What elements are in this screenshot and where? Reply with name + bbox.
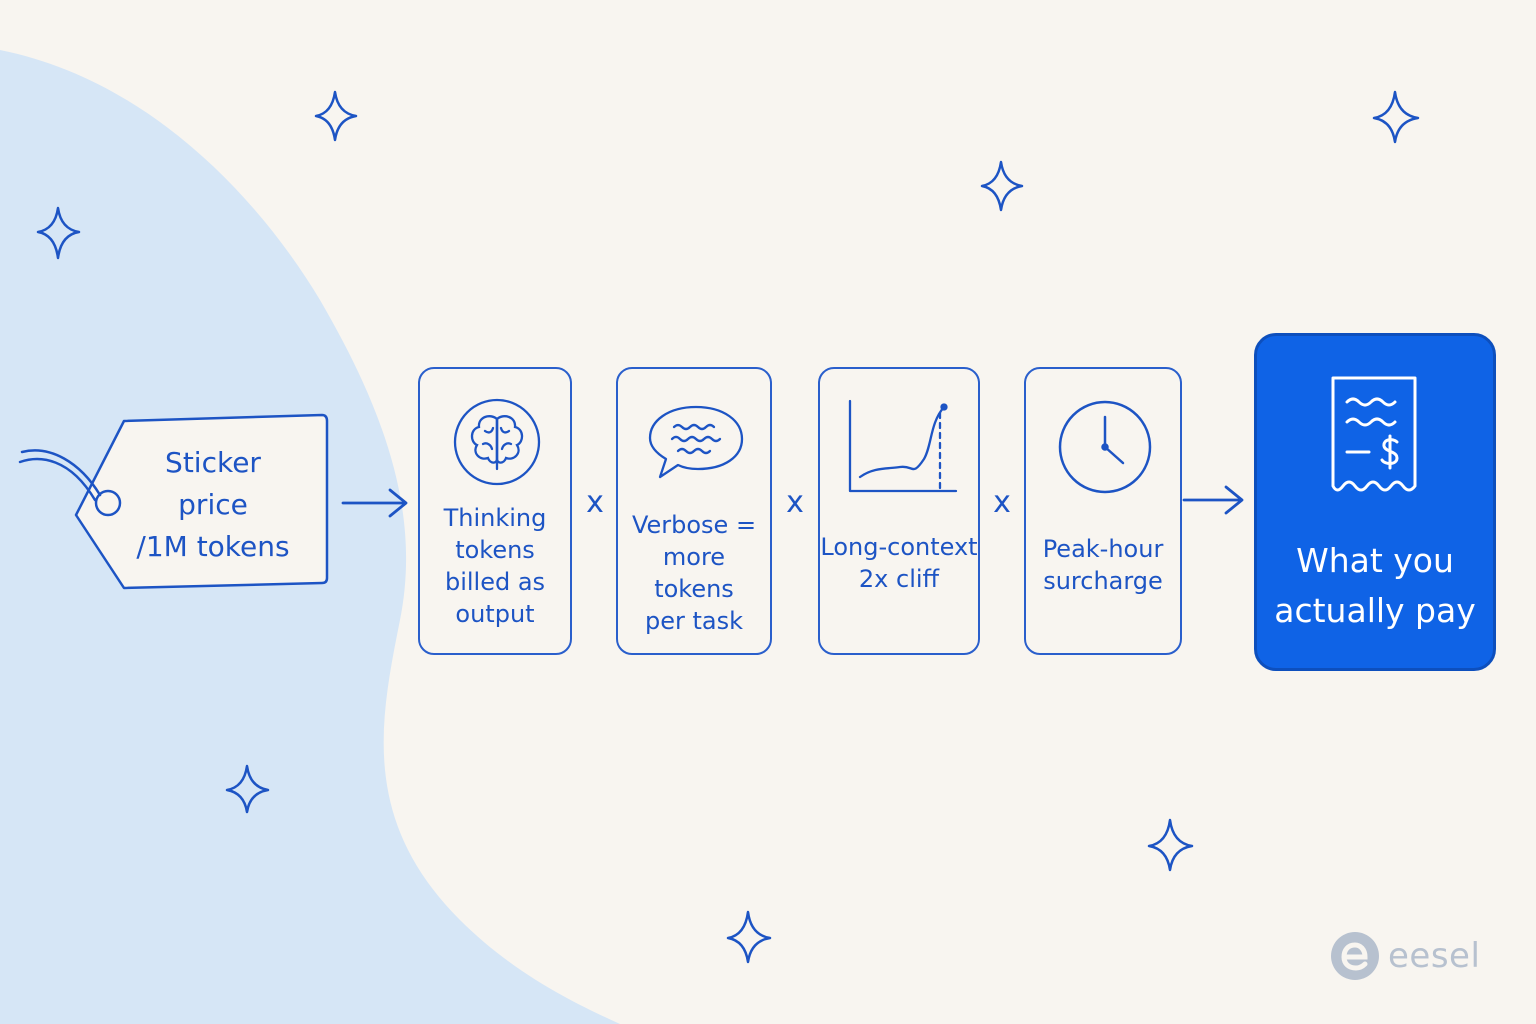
clock-icon	[1058, 400, 1152, 494]
factor-card-thinking: Thinking tokens billed as output	[418, 367, 572, 655]
price-tag	[18, 413, 329, 590]
brand-logo: eesel	[1330, 930, 1480, 982]
brain-icon	[453, 398, 541, 486]
result-label: What you actually pay	[1274, 541, 1476, 630]
arrow-icon	[1182, 485, 1244, 515]
sparkle-icon	[225, 764, 270, 814]
sparkle-icon	[36, 206, 81, 260]
sparkle-icon	[1147, 818, 1194, 872]
factor-label: Thinking tokens billed as output	[443, 504, 547, 628]
multiply-operator: x	[586, 485, 604, 520]
sparkle-icon	[726, 910, 772, 964]
result-card: What you actually pay	[1254, 333, 1496, 671]
speech-bubble-icon	[648, 405, 744, 479]
sparkle-icon	[980, 160, 1024, 212]
sparkle-icon	[1372, 90, 1420, 144]
factor-label: Peak-hour surcharge	[1042, 535, 1164, 595]
eesel-logo-icon	[1331, 932, 1379, 980]
factor-card-long-context: Long-context 2x cliff	[818, 367, 980, 655]
tag-string	[18, 449, 102, 502]
line-chart-icon	[848, 399, 958, 493]
factor-card-verbose: Verbose = more tokens per task	[616, 367, 772, 655]
receipt-icon	[1331, 376, 1417, 492]
brand-name: eesel	[1388, 936, 1481, 976]
factor-card-peak-hour: Peak-hour surcharge	[1024, 367, 1182, 655]
sticker-price-label: Sticker price /1M tokens	[136, 446, 290, 563]
sparkle-icon	[314, 90, 358, 142]
arrow-icon	[341, 488, 408, 518]
factor-label: Long-context 2x cliff	[820, 533, 978, 593]
flow-arrows	[341, 485, 1244, 518]
factor-label: Verbose = more tokens per task	[631, 511, 757, 635]
multiply-operator: x	[993, 485, 1011, 520]
multiply-operator: x	[786, 485, 804, 520]
